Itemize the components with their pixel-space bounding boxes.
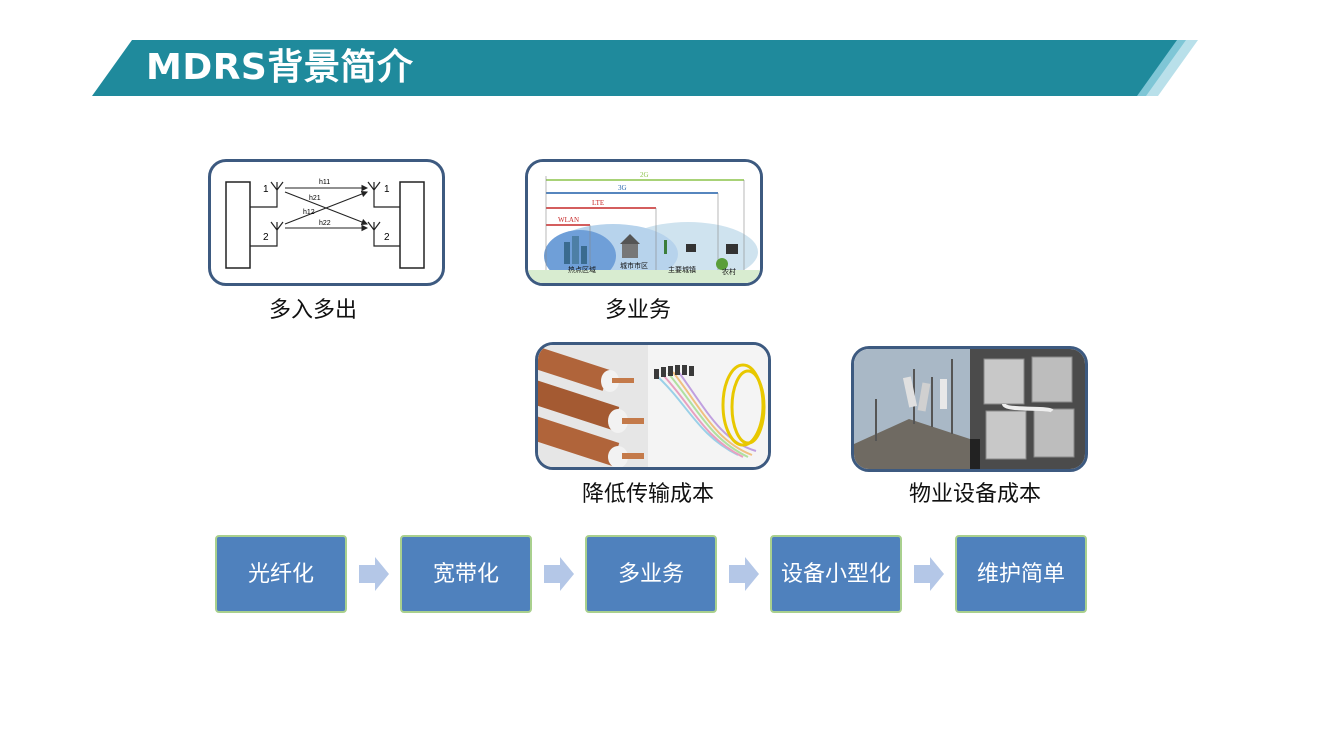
multiservice-diagram-card: 2G 3G LTE WLAN 热点区域 城市市区 主要城镇 农村 <box>525 159 763 286</box>
band-lte-label: LTE <box>592 199 604 207</box>
zone-urban-label: 城市市区 <box>620 261 648 270</box>
rx1-label: 1 <box>384 184 390 195</box>
flow-step-multiservice: 多业务 <box>585 535 717 613</box>
flow-step-easy-maintenance: 维护简单 <box>955 535 1087 613</box>
property-caption: 物业设备成本 <box>908 482 1041 507</box>
coverage-diagram: 2G 3G LTE WLAN 热点区域 城市市区 主要城镇 农村 <box>528 162 760 283</box>
tx1-label: 1 <box>263 184 269 195</box>
rx2-label: 2 <box>384 232 390 243</box>
mimo-diagram-card: 1 2 1 2 h11 h21 h12 h22 <box>208 159 445 286</box>
band-2g-label: 2G <box>640 171 649 179</box>
h12-label: h12 <box>303 209 315 216</box>
flow-arrow-icon <box>544 557 574 591</box>
transport-photo-card <box>535 342 771 470</box>
tx2-label: 2 <box>263 232 269 243</box>
multiservice-caption: 多业务 <box>604 298 671 323</box>
flow-step-fiber: 光纤化 <box>215 535 347 613</box>
banner-shape <box>92 40 1198 96</box>
transport-caption: 降低传输成本 <box>581 482 714 507</box>
page-title: MDRS背景简介 <box>146 47 414 88</box>
flow-arrow-icon <box>359 557 389 591</box>
band-3g-label: 3G <box>618 184 627 192</box>
flow-arrow-icon <box>914 557 944 591</box>
flow-arrow-icon <box>729 557 759 591</box>
mimo-caption: 多入多出 <box>268 298 357 323</box>
flow-step-miniaturization: 设备小型化 <box>770 535 902 613</box>
mimo-diagram: 1 2 1 2 h11 h21 h12 h22 <box>225 179 425 269</box>
title-banner: MDRS背景简介 <box>92 40 1198 96</box>
cable-fiber-photo <box>538 345 768 467</box>
band-wlan-label: WLAN <box>558 216 579 224</box>
h11-label: h11 <box>319 179 330 186</box>
flow-step-broadband: 宽带化 <box>400 535 532 613</box>
zone-hotspot-label: 热点区域 <box>568 265 596 274</box>
antenna-equipment-photo <box>854 349 1085 469</box>
zone-town-label: 主要城镇 <box>668 265 696 274</box>
h21-label: h21 <box>309 195 321 202</box>
zone-rural-label: 农村 <box>722 267 736 276</box>
h22-label: h22 <box>319 220 331 227</box>
property-photo-card <box>851 346 1088 472</box>
